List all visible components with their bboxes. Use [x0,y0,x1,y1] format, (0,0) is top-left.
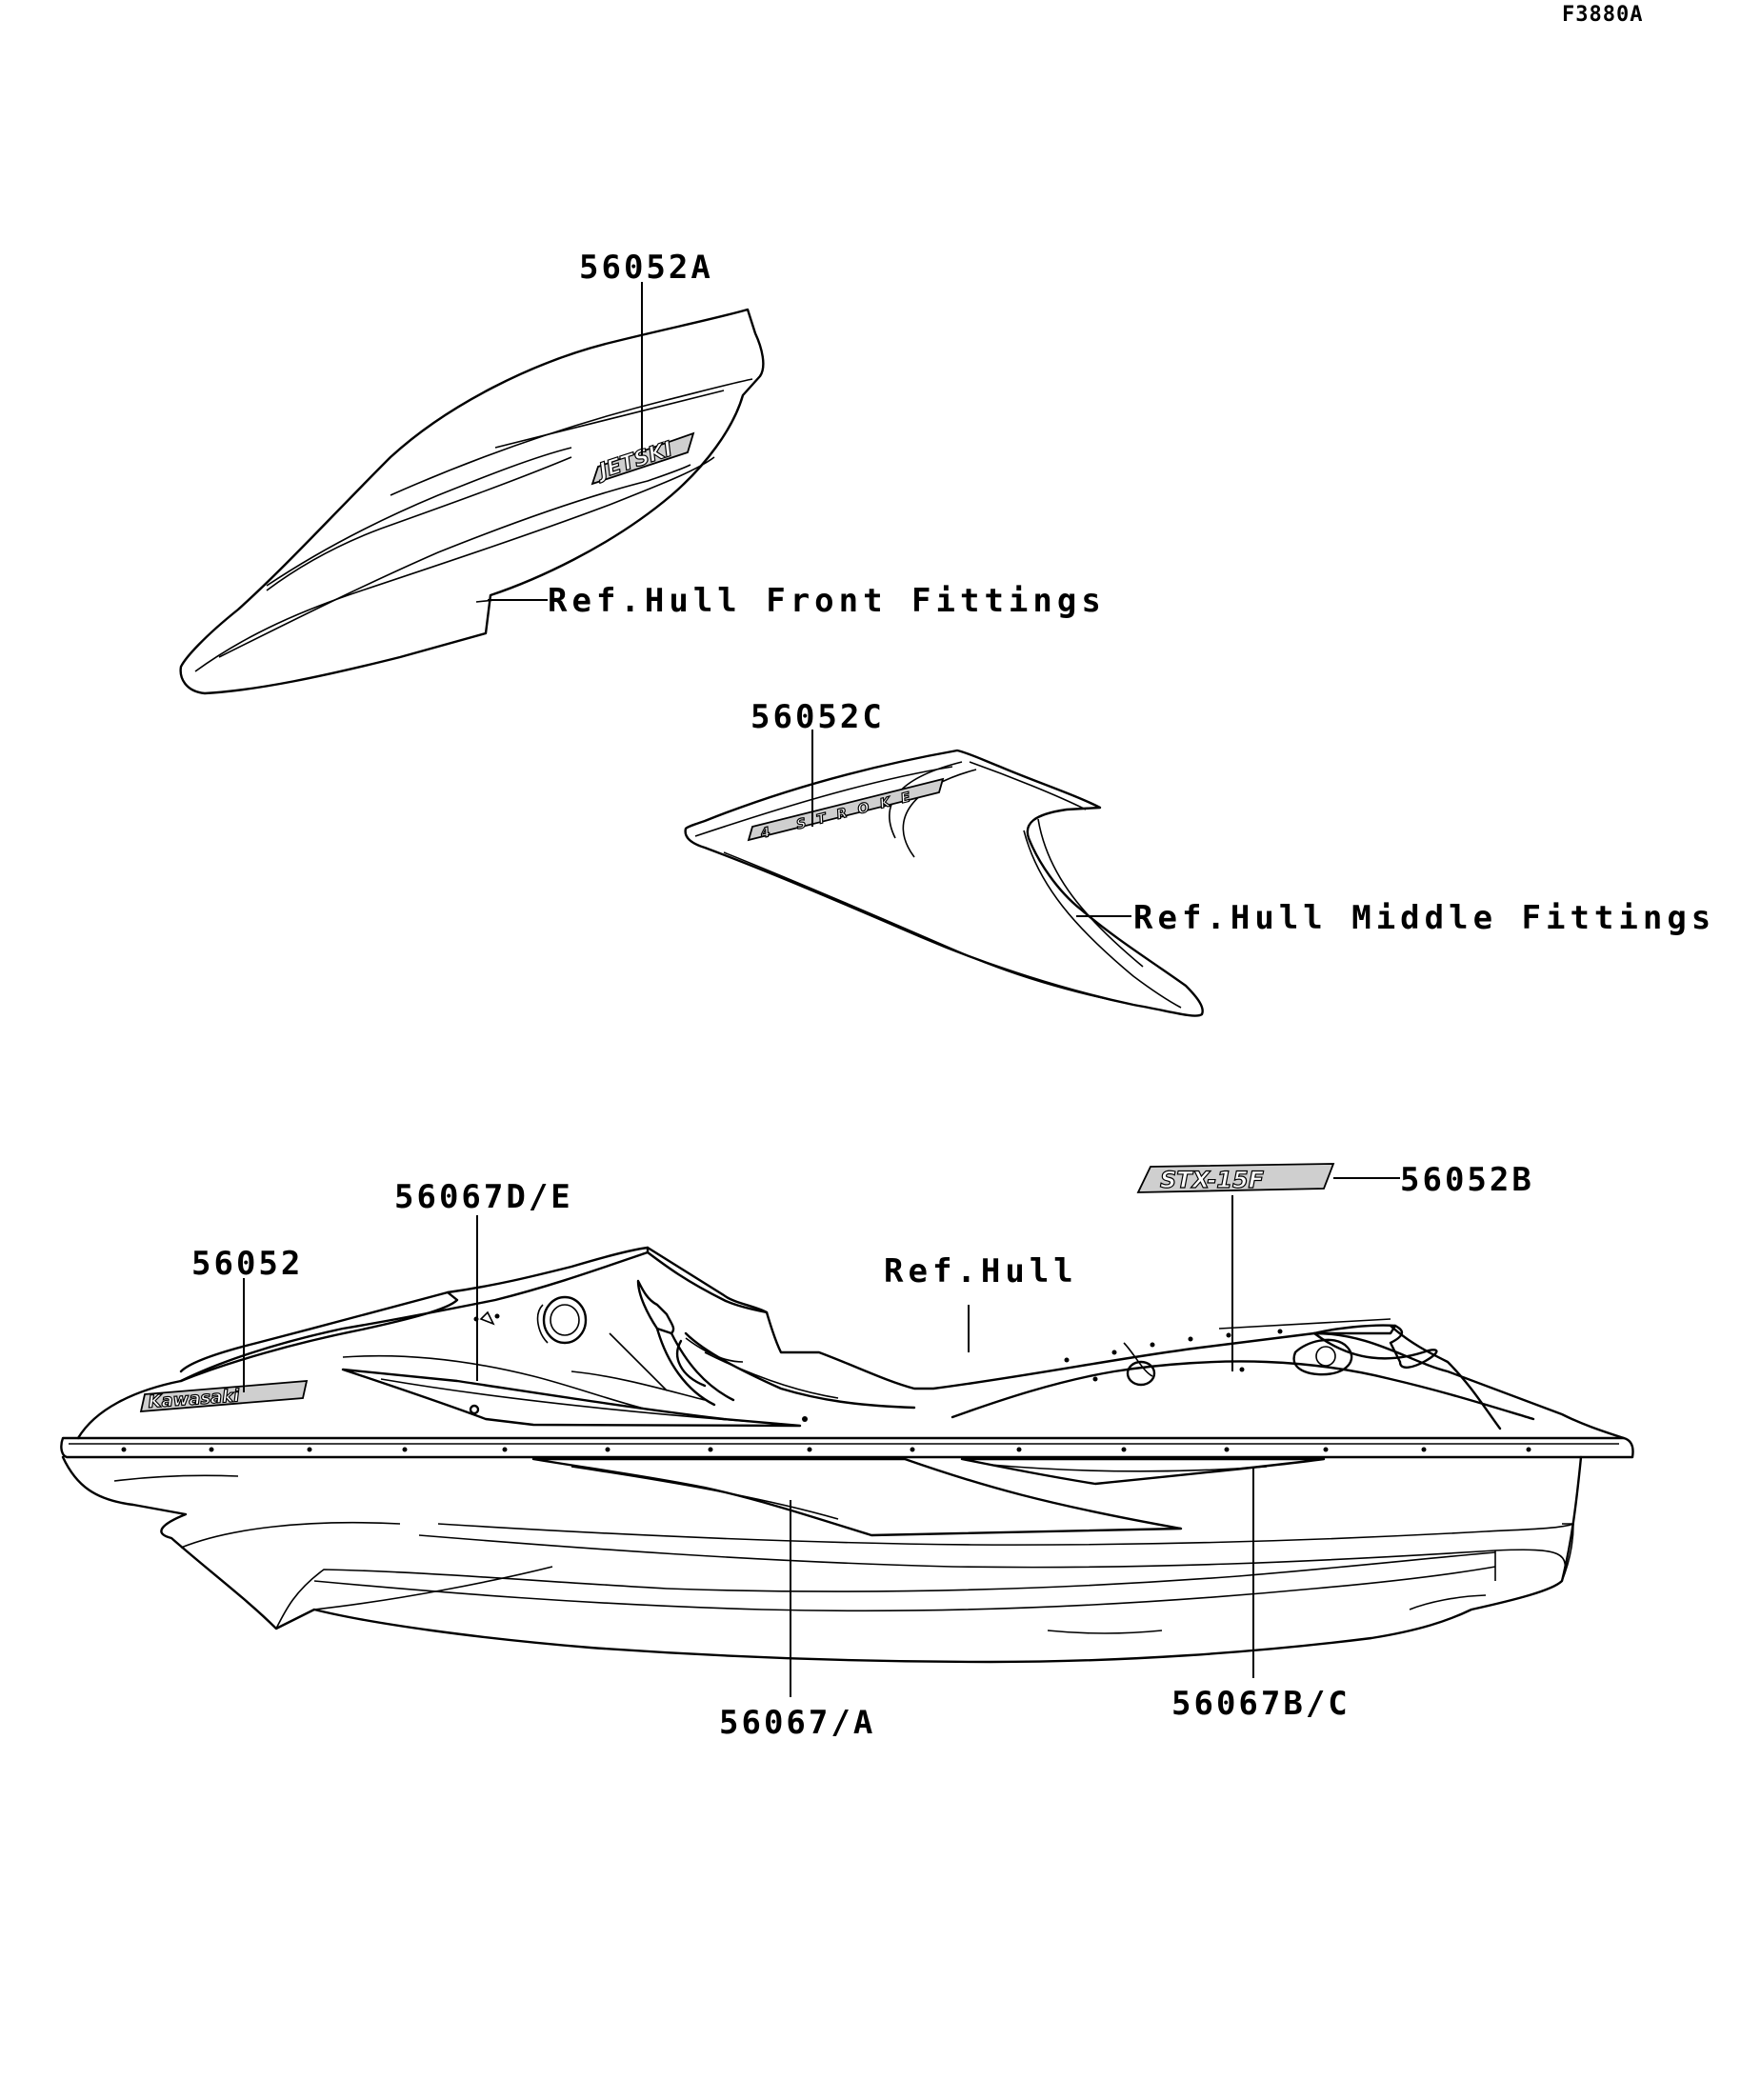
jetski-decal-text: JETSKI [592,437,675,485]
stx-15f-decal: STX-15F [1136,1163,1335,1194]
4-stroke-decal: 4 STROKE [747,777,945,843]
rail-rivets [121,1447,1531,1452]
label-56067BC: 56067B/C [1171,1685,1351,1723]
label-ref-hull-middle-fittings: Ref.Hull Middle Fittings [1133,899,1715,937]
deck-rivets [1064,1329,1283,1382]
figure-id: F3880A [1562,3,1643,27]
front-hull-cover: JETSKI [179,308,765,695]
label-56052C: 56052C [750,698,885,736]
middle-hull-panel: 4 STROKE [684,749,1204,1017]
label-56067A: 56067/A [719,1704,875,1742]
label-56052B: 56052B [1400,1161,1534,1199]
4-stroke-decal-text: 4 STROKE [758,787,923,842]
label-ref-hull-front-fittings: Ref.Hull Front Fittings [548,582,1106,620]
kawasaki-decal-text: Kawasaki [148,1386,241,1412]
main-hull: Kawasaki [60,1246,1634,1664]
label-56067DE: 56067D/E [394,1178,573,1216]
stx-15f-decal-text: STX-15F [1160,1167,1265,1193]
label-ref-hull: Ref.Hull [884,1252,1078,1290]
label-56052A: 56052A [579,249,713,287]
label-56052: 56052 [191,1245,303,1283]
kawasaki-decal: Kawasaki [139,1380,309,1413]
